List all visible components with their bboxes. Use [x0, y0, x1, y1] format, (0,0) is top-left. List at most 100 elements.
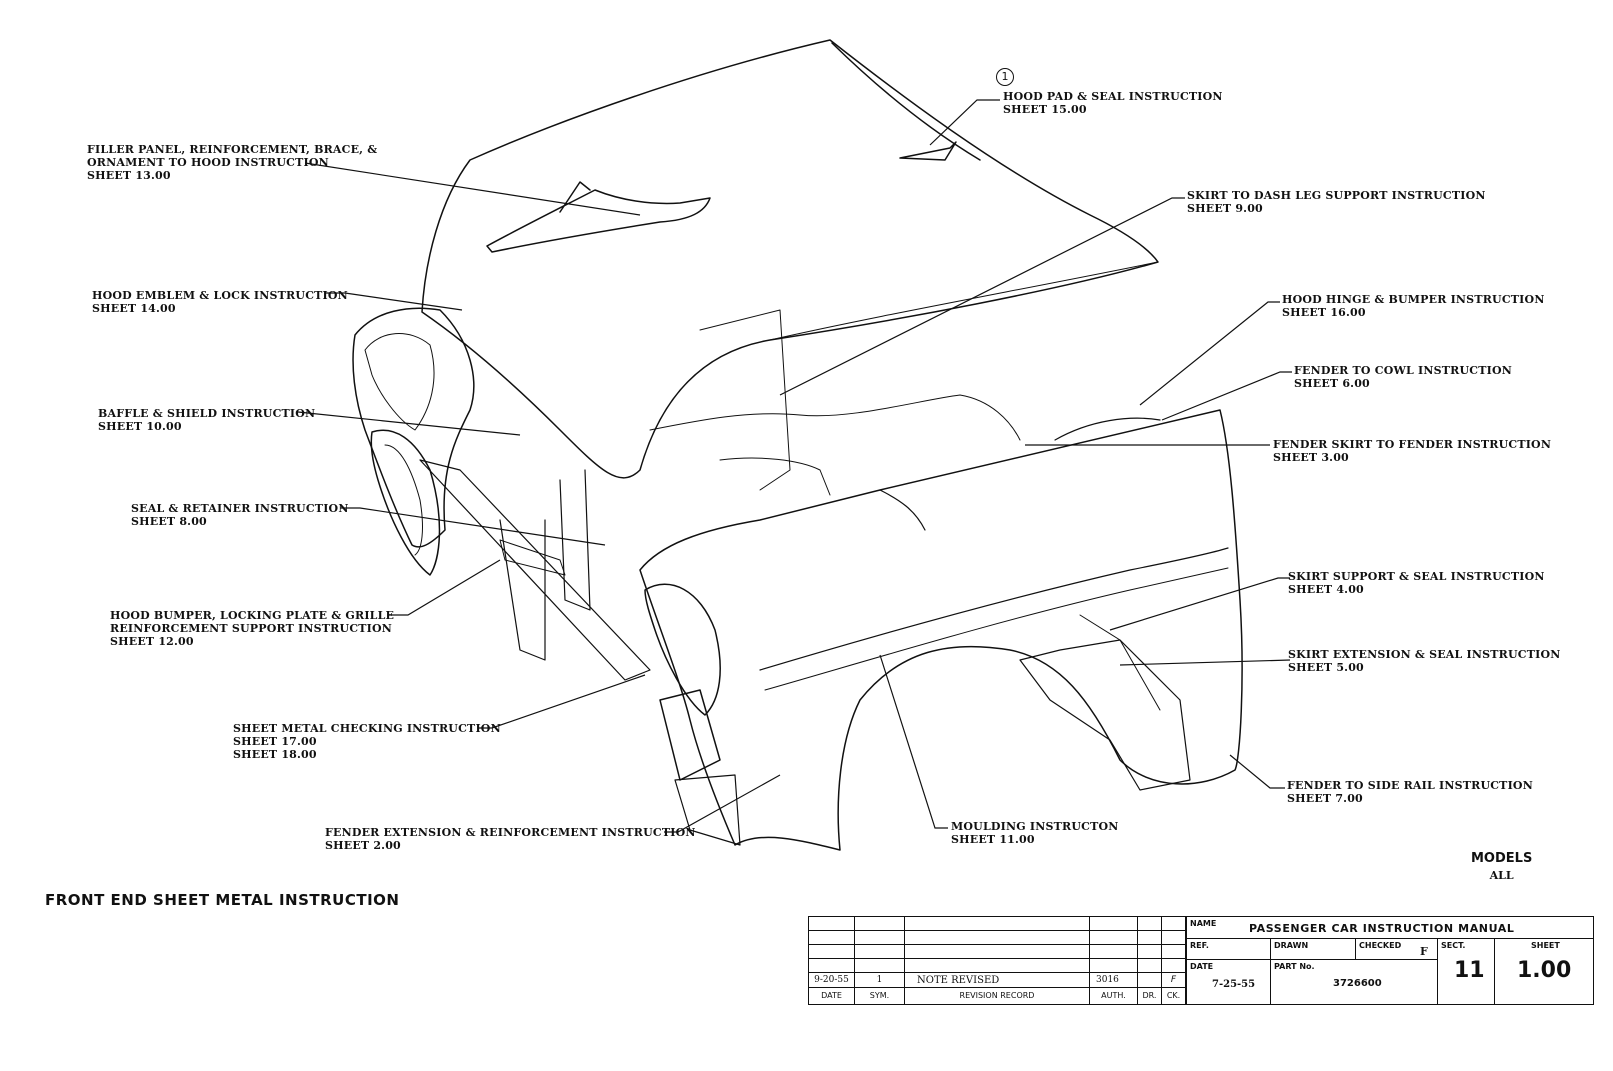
label-baffle: BAFFLE & SHIELD INSTRUCTION SHEET 10.00 [98, 407, 316, 433]
rev-grid-cell [1090, 945, 1138, 959]
rev-grid-cell [905, 931, 1090, 945]
label-skirt-support: SKIRT SUPPORT & SEAL INSTRUCTION SHEET 4… [1288, 570, 1545, 596]
checked-cell: CHECKED F [1356, 939, 1438, 960]
rev-header-date: DATE [809, 988, 855, 1004]
rev-grid-cell [1138, 931, 1162, 945]
name-value: PASSENGER CAR INSTRUCTION MANUAL [1249, 922, 1515, 935]
ref-label: REF. [1190, 941, 1209, 950]
label-fender-extension: FENDER EXTENSION & REINFORCEMENT INSTRUC… [325, 826, 696, 852]
label-fender-cowl: FENDER TO COWL INSTRUCTION SHEET 6.00 [1294, 364, 1512, 390]
right-fender-moulding [759, 547, 1229, 671]
label-moulding: MOULDING INSTRUCTON SHEET 11.00 [951, 820, 1119, 846]
part-cell: PART No. 3726600 [1271, 960, 1438, 1004]
label-seal-retainer: SEAL & RETAINER INSTRUCTION SHEET 8.00 [131, 502, 349, 528]
checked-value: F [1420, 945, 1428, 958]
title-block: 9-20-55 1 NOTE REVISED 3016 F DATE SYM. … [808, 916, 1594, 1005]
date-value: 7-25-55 [1212, 979, 1256, 990]
rev-date: 9-20-55 [809, 973, 855, 988]
rev-grid-cell [1162, 931, 1186, 945]
rev-grid-cell [1162, 917, 1186, 931]
hood-ornament [486, 189, 711, 253]
rev-grid-cell [1090, 917, 1138, 931]
rev-grid-cell [809, 917, 855, 931]
rev-grid-cell [855, 931, 905, 945]
sect-value: 11 [1454, 958, 1485, 983]
leader-filler [304, 162, 641, 216]
part-label: PART No. [1274, 962, 1315, 971]
leader-hood-hinge [1139, 301, 1280, 406]
sect-label: SECT. [1441, 941, 1466, 950]
left-headlamp-housing [370, 429, 441, 576]
rev-grid-cell [809, 959, 855, 973]
rev-header-dr: DR. [1138, 988, 1162, 1004]
rev-record: NOTE REVISED [905, 973, 1090, 988]
drawn-cell: DRAWN [1271, 939, 1356, 960]
rev-header-auth: AUTH. [1090, 988, 1138, 1004]
drawn-label: DRAWN [1274, 941, 1309, 950]
checked-label: CHECKED [1359, 941, 1402, 950]
models-heading: MODELS [1471, 851, 1533, 866]
date-cell: DATE 7-25-55 [1186, 960, 1271, 1004]
leader-hood-bumper [388, 559, 501, 616]
leader-fender-ext [664, 774, 781, 833]
rev-sym: 1 [855, 973, 905, 988]
sheet-value: 1.00 [1517, 958, 1572, 983]
label-filler-panel: FILLER PANEL, REINFORCEMENT, BRACE, & OR… [87, 143, 378, 182]
part-value: 3726600 [1333, 978, 1382, 989]
hood-pad [899, 141, 957, 161]
page-title: FRONT END SHEET METAL INSTRUCTION [45, 891, 400, 909]
right-headlamp-housing [644, 583, 721, 716]
rev-grid-cell [1138, 945, 1162, 959]
name-label: NAME [1190, 919, 1217, 928]
label-hood-bumper: HOOD BUMPER, LOCKING PLATE & GRILLE REIN… [110, 609, 395, 648]
label-skirt-extension: SKIRT EXTENSION & SEAL INSTRUCTION SHEET… [1288, 648, 1561, 674]
leader-baffle [297, 411, 521, 436]
rev-grid-cell [1138, 959, 1162, 973]
leader-fender-cowl [1161, 371, 1292, 421]
label-fender-skirt: FENDER SKIRT TO FENDER INSTRUCTION SHEET… [1273, 438, 1552, 464]
leader-skirt-dash [779, 197, 1185, 396]
leader-skirt-ext [1119, 659, 1291, 666]
name-cell: NAME PASSENGER CAR INSTRUCTION MANUAL [1186, 917, 1593, 939]
rev-auth: 3016 [1090, 973, 1138, 988]
rev-grid-cell [855, 917, 905, 931]
label-hood-pad: HOOD PAD & SEAL INSTRUCTION SHEET 15.00 [1003, 90, 1223, 116]
leader-hood-pad [929, 99, 1000, 146]
leader-moulding [879, 654, 948, 829]
rev-grid-cell [855, 959, 905, 973]
label-side-rail: FENDER TO SIDE RAIL INSTRUCTION SHEET 7.… [1287, 779, 1533, 805]
sect-cell: SECT. 11 [1438, 939, 1495, 1004]
rev-header-ck: CK. [1162, 988, 1186, 1004]
rev-grid-cell [1162, 945, 1186, 959]
ref-cell: REF. [1186, 939, 1271, 960]
label-hood-emblem: HOOD EMBLEM & LOCK INSTRUCTION SHEET 14.… [92, 289, 348, 315]
label-checking: SHEET METAL CHECKING INSTRUCTION SHEET 1… [233, 722, 501, 761]
rev-grid-cell [809, 931, 855, 945]
leader-checking [478, 674, 646, 729]
sheet-label: SHEET [1531, 941, 1560, 950]
radiator-support-bar [419, 459, 651, 681]
fender-skirt [1019, 639, 1191, 791]
right-fender [639, 409, 1243, 851]
sheet-cell: SHEET 1.00 [1495, 939, 1593, 1004]
left-fender [352, 307, 475, 548]
label-hood-hinge: HOOD HINGE & BUMPER INSTRUCTION SHEET 16… [1282, 293, 1545, 319]
date-label: DATE [1190, 962, 1214, 971]
leader-skirt-support [1109, 577, 1290, 631]
leader-seal [340, 507, 606, 546]
leader-side-rail [1229, 754, 1285, 789]
rev-grid-cell [905, 959, 1090, 973]
rev-grid-cell [809, 945, 855, 959]
rev-header-record: REVISION RECORD [905, 988, 1090, 1004]
callout-marker: 1 [996, 68, 1014, 86]
label-skirt-dash: SKIRT TO DASH LEG SUPPORT INSTRUCTION SH… [1187, 189, 1486, 215]
rev-header-sym: SYM. [855, 988, 905, 1004]
models-box: MODELS ALL [1471, 850, 1532, 884]
models-value: ALL [1489, 869, 1514, 882]
rev-grid-cell [1138, 917, 1162, 931]
rev-grid-cell [1090, 959, 1138, 973]
rev-ck: F [1162, 973, 1186, 988]
rev-grid-cell [905, 945, 1090, 959]
rev-grid-cell [1090, 931, 1138, 945]
